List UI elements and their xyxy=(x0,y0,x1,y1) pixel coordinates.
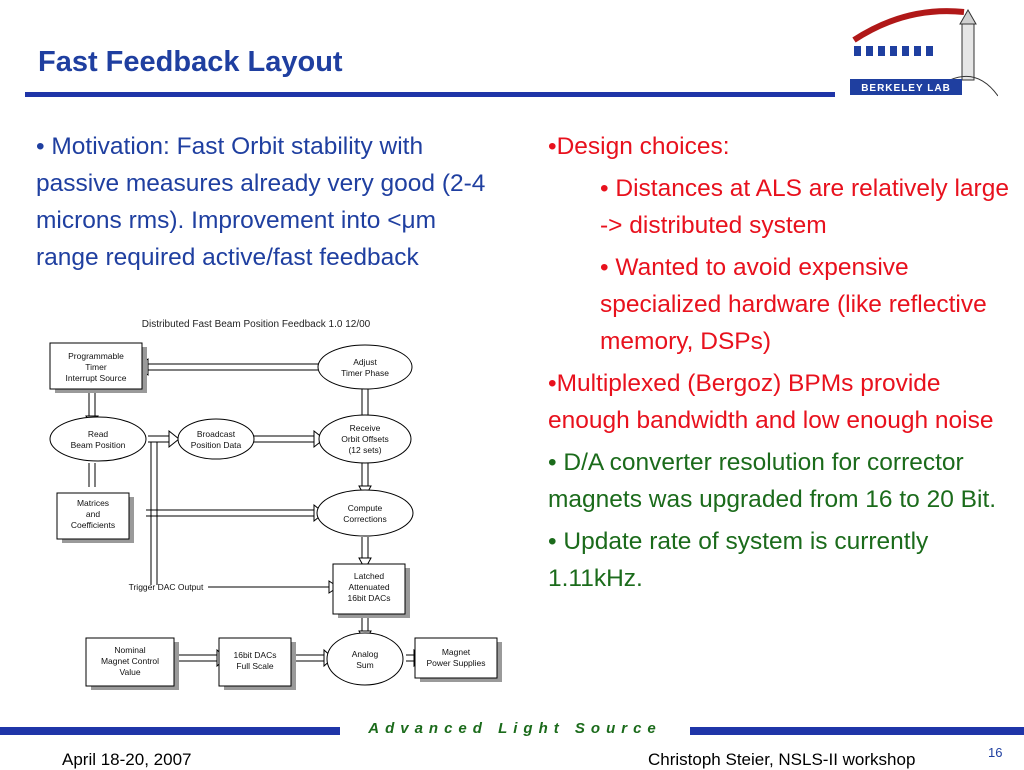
node-read-position xyxy=(49,416,147,462)
node-broadcast xyxy=(177,418,255,460)
diagram-title: Distributed Fast Beam Position Feedback … xyxy=(142,319,371,330)
bpm-bullet: •Multiplexed (Bergoz) BPMs provide enoug… xyxy=(548,370,994,434)
footer-date: April 18-20, 2007 xyxy=(62,750,192,769)
trigger-dac-label: Trigger DAC Output xyxy=(129,582,204,592)
right-column: •Design choices: • Distances at ALS are … xyxy=(548,128,1014,602)
feedback-flow-diagram: Distributed Fast Beam Position Feedback … xyxy=(49,319,502,690)
footer-rule-left xyxy=(0,727,340,735)
node-adjust-timer xyxy=(317,344,413,390)
slide-title: Fast Feedback Layout xyxy=(38,46,343,78)
dac-bullet: • D/A converter resolution for corrector… xyxy=(548,449,997,513)
node-programmable-timer xyxy=(49,342,143,390)
footer-author: Christoph Steier, NSLS-II workshop xyxy=(648,750,916,769)
node-latched-dacs xyxy=(332,563,406,615)
design-choice-distances: • Distances at ALS are relatively large … xyxy=(600,175,1009,239)
footer-tagline: Advanced Light Source xyxy=(368,720,662,737)
node-compute xyxy=(316,489,414,537)
page-number: 16 xyxy=(988,745,1003,760)
node-receive-offsets xyxy=(318,414,412,464)
design-choice-hardware: • Wanted to avoid expensive specialized … xyxy=(600,254,987,355)
node-analog-sum xyxy=(326,632,404,686)
berkeley-lab-logo: BERKELEY LAB xyxy=(846,4,998,98)
node-matrices xyxy=(56,492,130,540)
update-rate-bullet: • Update rate of system is currently 1.1… xyxy=(548,528,929,592)
motivation-text: • Motivation: Fast Orbit stability with … xyxy=(36,133,486,271)
node-magnet-power xyxy=(414,637,498,679)
node-16bit-dacs xyxy=(218,637,292,687)
title-rule xyxy=(25,92,835,97)
design-choices-heading: •Design choices: xyxy=(548,133,730,160)
logo-text: BERKELEY LAB xyxy=(861,83,951,94)
node-nominal-magnet xyxy=(85,637,175,687)
footer-rule-right xyxy=(690,727,1024,735)
